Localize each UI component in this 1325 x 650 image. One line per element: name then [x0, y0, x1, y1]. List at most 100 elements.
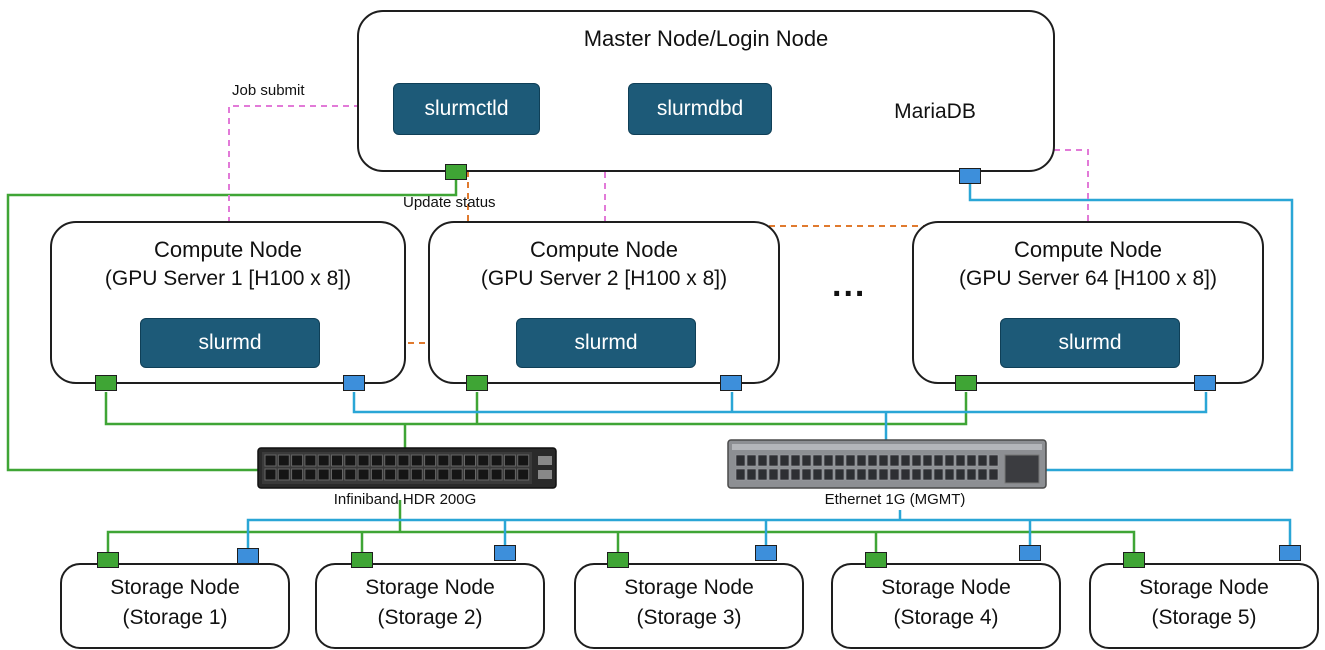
ethernet-port-slot — [768, 454, 779, 467]
infiniband-port-slot — [410, 454, 423, 467]
infiniband-port-slot — [264, 454, 277, 467]
storage-node-title: Storage Node — [881, 576, 1011, 599]
storage-4-infiniband-port — [865, 552, 887, 568]
ethernet-port-slot — [845, 468, 856, 481]
storage-node-title: Storage Node — [624, 576, 754, 599]
infiniband-port-slot — [317, 454, 330, 467]
infiniband-port-slot — [437, 454, 450, 467]
storage-2-infiniband-port — [351, 552, 373, 568]
compute-node-title: Compute Node — [1014, 237, 1162, 262]
ethernet-port-slot — [812, 468, 823, 481]
master-infiniband-port — [445, 164, 467, 180]
ethernet-port-slot — [823, 468, 834, 481]
ethernet-port-slot — [801, 468, 812, 481]
ethernet-port-slot — [933, 454, 944, 467]
storage-node-subtitle: (Storage 2) — [377, 606, 483, 629]
ethernet-port-slot — [735, 468, 746, 481]
ethernet-port-slot — [944, 454, 955, 467]
infiniband-port-slot — [490, 454, 503, 467]
ethernet-port-slot — [911, 454, 922, 467]
storage-5-infiniband-port — [1123, 552, 1145, 568]
infiniband-port-slot — [503, 454, 516, 467]
ethernet-port-slot — [735, 454, 746, 467]
infiniband-port-slot — [424, 468, 437, 481]
slurmd-service-2: slurmd — [516, 318, 696, 368]
infiniband-port-slot — [503, 468, 516, 481]
ethernet-port-slot — [746, 454, 757, 467]
compute-node-subtitle: (GPU Server 1 [H100 x 8]) — [104, 267, 352, 290]
storage-3-ethernet-port — [755, 545, 777, 561]
ethernet-port-slot — [845, 454, 856, 467]
ethernet-port-slot — [812, 454, 823, 467]
ethernet-port-slot — [988, 468, 999, 481]
infiniband-switch-label: Infiniband HDR 200G — [333, 491, 477, 508]
ethernet-port-slot — [966, 454, 977, 467]
infiniband-port-slot — [384, 468, 397, 481]
compute-64-infiniband-port — [955, 375, 977, 391]
ethernet-port-slot — [856, 468, 867, 481]
infiniband-port-slot — [517, 454, 530, 467]
storage-node-subtitle: (Storage 3) — [636, 606, 742, 629]
slurmd-service-1: slurmd — [140, 318, 320, 368]
ethernet-port-slot — [900, 468, 911, 481]
slurmctld-service: slurmctld — [393, 83, 540, 135]
ib-link-compute-bus — [104, 392, 968, 426]
ib-link-storage-bus — [106, 530, 1136, 556]
infiniband-port-slot — [410, 468, 423, 481]
ethernet-port-slot — [889, 454, 900, 467]
storage-node-subtitle: (Storage 4) — [893, 606, 999, 629]
job-submit-label: Job submit — [232, 82, 305, 99]
infiniband-port-slot — [517, 468, 530, 481]
infiniband-port-slot — [304, 454, 317, 467]
master-ethernet-port — [959, 168, 981, 184]
ethernet-port-slot — [933, 468, 944, 481]
ethernet-port-slot — [867, 468, 878, 481]
storage-node-1: Storage Node (Storage 1) — [60, 563, 290, 649]
infiniband-port-slot — [397, 454, 410, 467]
ethernet-port-slot — [746, 468, 757, 481]
ethernet-port-slot — [779, 468, 790, 481]
infiniband-port-slot — [264, 468, 277, 481]
ethernet-port-slot — [834, 454, 845, 467]
ethernet-port-slot — [867, 454, 878, 467]
ethernet-port-slot — [966, 468, 977, 481]
eth-link-compute-bus — [352, 392, 1208, 414]
infiniband-port-slot — [331, 468, 343, 481]
infiniband-port-slot — [370, 468, 383, 481]
compute-node-subtitle: (GPU Server 2 [H100 x 8]) — [480, 267, 728, 290]
ib-link-master — [6, 180, 458, 472]
infiniband-port-slot — [397, 468, 410, 481]
ethernet-port-slot — [757, 468, 768, 481]
ethernet-port-slot — [955, 454, 966, 467]
slurmdbd-service: slurmdbd — [628, 83, 772, 135]
infiniband-port-slot — [317, 468, 330, 481]
infiniband-port-slot — [304, 468, 317, 481]
infiniband-port-slot — [291, 468, 304, 481]
compute-node-64: Compute Node (GPU Server 64 [H100 x 8]) — [912, 221, 1264, 384]
ethernet-port-slot — [944, 468, 955, 481]
eth-link-master — [968, 184, 1294, 472]
ethernet-port-slot — [834, 468, 845, 481]
ethernet-links — [246, 184, 1294, 548]
compute-1-infiniband-port — [95, 375, 117, 391]
ethernet-port-slot — [878, 454, 889, 467]
ethernet-switch-label: Ethernet 1G (MGMT) — [824, 491, 966, 508]
infiniband-port-slot — [490, 468, 503, 481]
ethernet-port-slot — [823, 454, 834, 467]
storage-2-ethernet-port — [494, 545, 516, 561]
storage-1-infiniband-port — [97, 552, 119, 568]
compute-node-subtitle: (GPU Server 64 [H100 x 8]) — [959, 267, 1217, 290]
slurmd-service-64: slurmd — [1000, 318, 1180, 368]
ethernet-port-slot — [790, 454, 801, 467]
master-node-title: Master Node/Login Node — [583, 26, 829, 51]
infiniband-port-slot — [357, 454, 370, 467]
update-status-label: Update status — [403, 194, 496, 211]
infiniband-port-slot — [277, 454, 290, 467]
storage-node-2: Storage Node (Storage 2) — [315, 563, 545, 649]
ethernet-port-slot — [790, 468, 801, 481]
ethernet-port-slot — [878, 468, 889, 481]
infiniband-links — [6, 180, 1136, 556]
compute-node-title: Compute Node — [154, 237, 302, 262]
infiniband-port-slot — [437, 468, 450, 481]
